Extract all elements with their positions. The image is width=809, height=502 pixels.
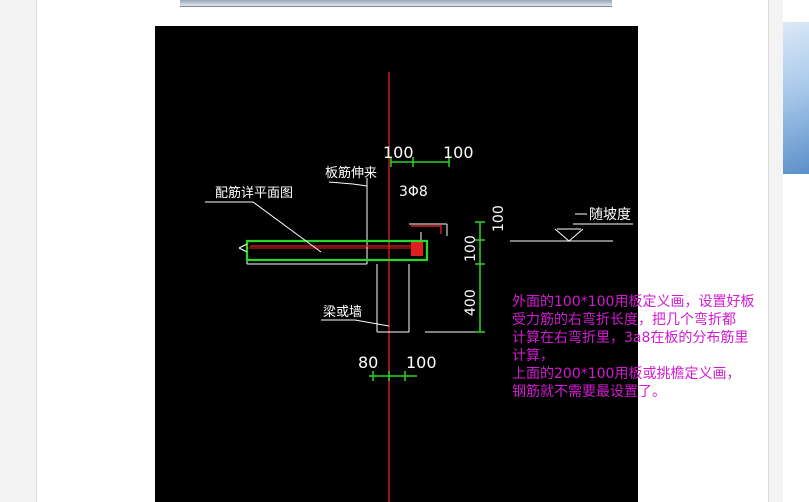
left-margin: [0, 0, 37, 502]
dim-top-left: 100: [383, 143, 414, 162]
previous-image-edge: [180, 0, 612, 7]
dim-top-right: 100: [443, 143, 474, 162]
dim-bottom-right: 100: [406, 353, 437, 372]
side-thumbnail-image[interactable]: [783, 22, 809, 174]
annotation-note: 外面的100*100用板定义画，设置好板 受力筋的右弯折长度，把几个弯折都 计算…: [512, 294, 755, 400]
plan-ref-label: 配筋详平面图: [215, 185, 293, 201]
cad-drawing-image: [155, 26, 638, 502]
cad-drawing: 100 100 3Φ8 板筋伸来 配筋详平面图 随坡度 100 100 400 …: [205, 72, 633, 502]
rebar-label: 3Φ8: [399, 184, 428, 200]
slab-extension-label: 板筋伸来: [325, 165, 377, 181]
dim-right-top: 100: [491, 205, 507, 232]
right-margin: [768, 0, 783, 502]
leader-lines: [205, 181, 587, 327]
slope-label: 随坡度: [589, 207, 631, 223]
dim-bottom-left: 80: [358, 353, 378, 372]
structure-geometry: [246, 178, 633, 333]
dimension-lines: [369, 157, 485, 381]
slab-outline: [245, 239, 429, 262]
dim-right-mid: 100: [463, 235, 479, 262]
beam-wall-label: 梁或墙: [323, 305, 362, 320]
dim-right-low: 400: [463, 289, 479, 316]
